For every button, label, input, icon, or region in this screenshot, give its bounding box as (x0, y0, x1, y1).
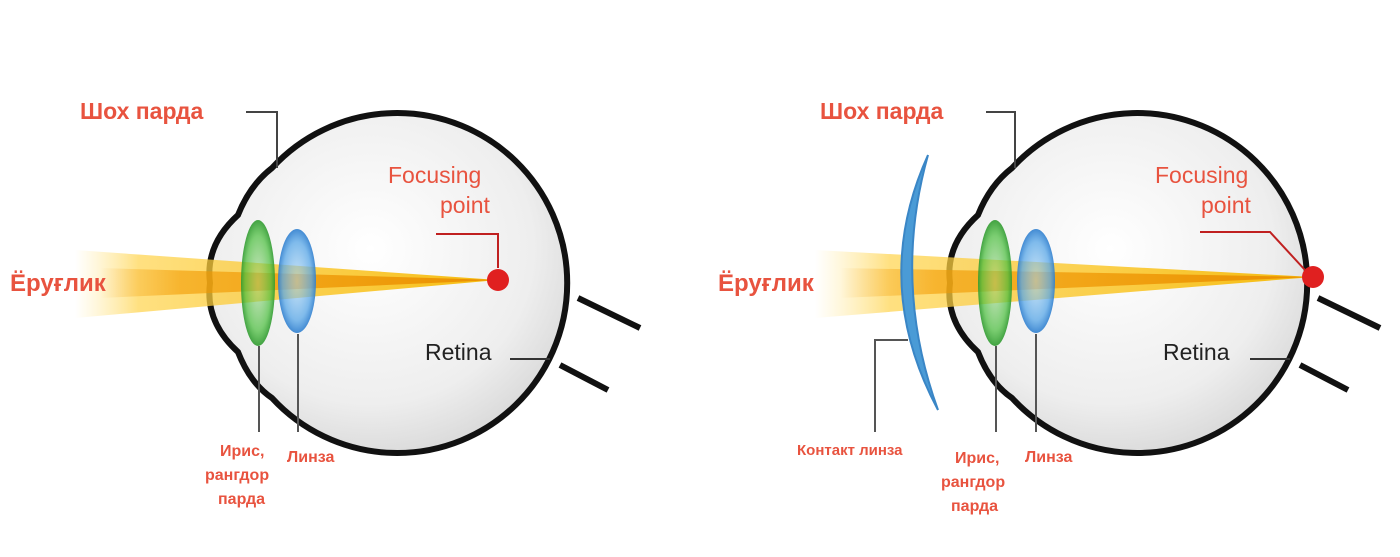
focusing-point-label-line1: Focusing (1155, 162, 1248, 188)
focusing-point-label-line2: point (440, 192, 490, 218)
iris-label-line1: Ирис, (955, 450, 999, 467)
iris-label-line1: Ирис, (220, 443, 264, 460)
focus-pointer-line (1200, 231, 1306, 271)
sclera-label: Шох парда (820, 98, 944, 124)
focus-pointer-line (436, 233, 499, 268)
lens (278, 229, 316, 333)
iris (978, 220, 1012, 346)
optic-nerve-lower (558, 362, 610, 393)
retina-label: Retina (425, 339, 492, 365)
focus-point (1302, 266, 1324, 288)
lens-label: Линза (1025, 449, 1072, 466)
focus-point (487, 269, 509, 291)
optic-nerve-upper (1316, 295, 1382, 331)
iris-label-line3: парда (218, 491, 265, 508)
lens (1017, 229, 1055, 333)
sclera-pointer-line (246, 111, 278, 168)
iris-label-line2: рангдор (205, 467, 269, 484)
eye-with-contact-lens: Шох парда Focusing point Ёруғлик Retina … (718, 98, 1382, 515)
contact-lens (900, 154, 939, 411)
contact-lens-pointer-line (874, 339, 908, 432)
lens-label: Линза (287, 449, 334, 466)
retina-label: Retina (1163, 339, 1230, 365)
sclera-pointer-line (986, 111, 1016, 168)
light-label: Ёруғлик (10, 270, 107, 297)
iris (241, 220, 275, 346)
light-label: Ёруғлик (718, 270, 815, 297)
contact-lens-label: Контакт линза (797, 442, 903, 459)
eye-without-lens: Шох парда Focusing point Ёруғлик Retina … (10, 98, 642, 508)
focusing-point-label-line2: point (1201, 192, 1251, 218)
light-beam-core (840, 268, 1313, 298)
focusing-point-label-line1: Focusing (388, 162, 481, 188)
optic-nerve-lower (1298, 362, 1350, 393)
iris-label-line3: парда (951, 498, 998, 515)
sclera-label: Шох парда (80, 98, 204, 124)
optic-nerve-upper (576, 295, 642, 331)
iris-label-line2: рангдор (941, 474, 1005, 491)
